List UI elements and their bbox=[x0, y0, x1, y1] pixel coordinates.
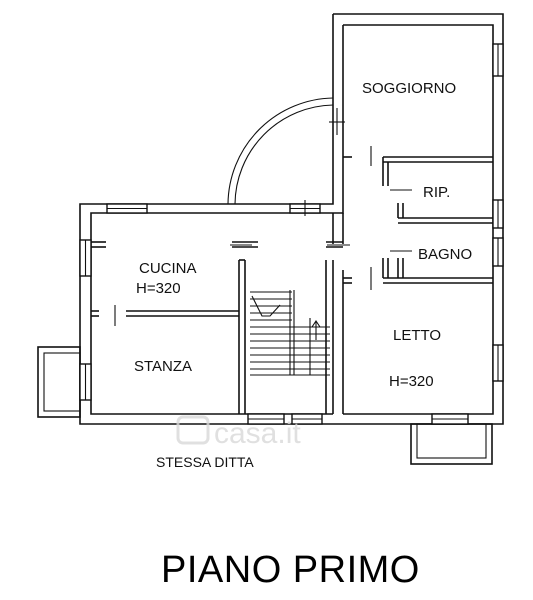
note-stessa-ditta: STESSA DITTA bbox=[156, 454, 254, 470]
room-label-soggiorno: SOGGIORNO bbox=[362, 80, 456, 97]
door-marks bbox=[114, 146, 412, 326]
room-label-cucina: CUCINA bbox=[139, 260, 197, 277]
room-label-stanza: STANZA bbox=[134, 358, 192, 375]
room-label-bagno: BAGNO bbox=[418, 246, 472, 263]
watermark: casa.it bbox=[176, 415, 301, 450]
room-label-rip: RIP. bbox=[423, 184, 450, 201]
room-label-letto-height: H=320 bbox=[389, 373, 434, 390]
watermark-text: casa.it bbox=[214, 417, 301, 450]
room-labels: SOGGIORNO RIP. BAGNO CUCINA H=320 STANZA… bbox=[134, 80, 472, 390]
windows bbox=[79, 43, 504, 425]
staircase bbox=[250, 290, 330, 376]
interior-walls bbox=[91, 156, 493, 414]
plan-title: PIANO PRIMO bbox=[161, 549, 420, 591]
curved-terrace bbox=[227, 97, 334, 205]
room-label-letto: LETTO bbox=[393, 327, 441, 344]
room-label-cucina-height: H=320 bbox=[136, 280, 181, 297]
